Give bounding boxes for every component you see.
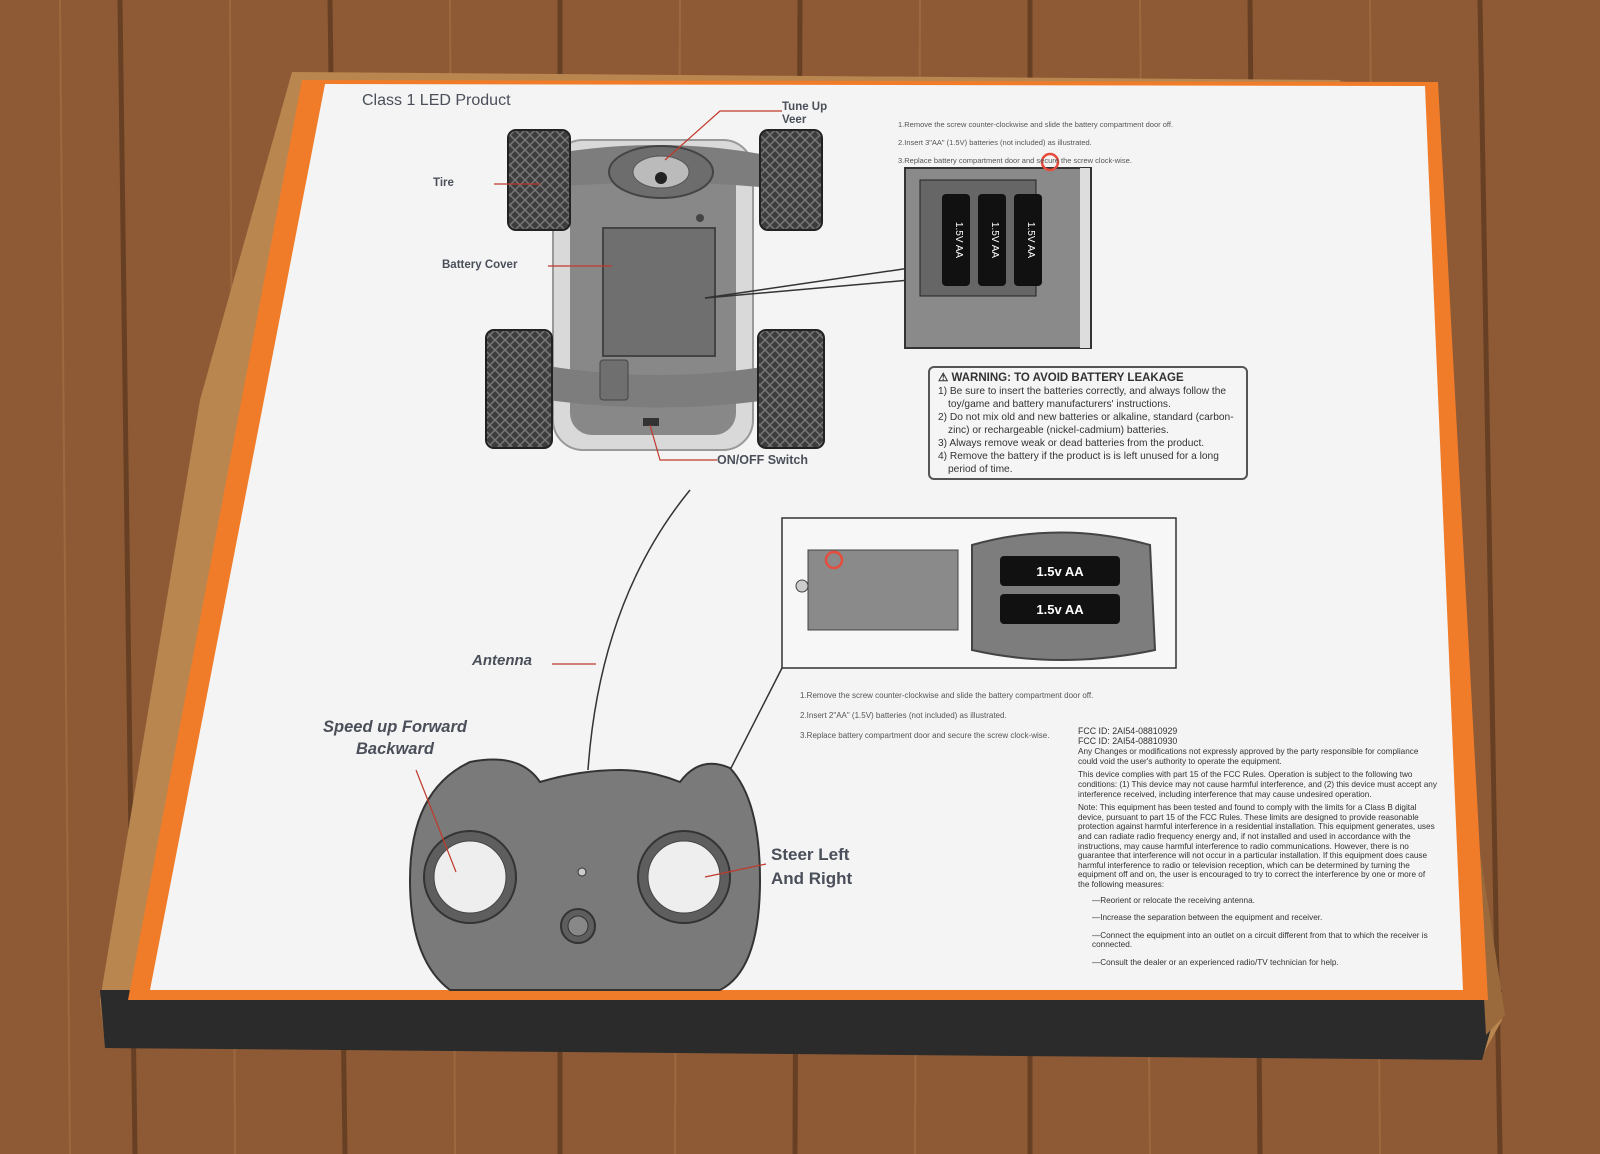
tire-front-left: [507, 129, 571, 231]
fcc-statement: FCC ID: 2AI54-08810929 FCC ID: 2AI54-088…: [1078, 726, 1438, 975]
remote-diagram: [408, 489, 762, 991]
remote-instruction-3: 3.Replace battery compartment door and s…: [800, 731, 1050, 740]
fcc-changes: Any Changes or modifications not express…: [1078, 747, 1419, 766]
warning-item-4: 4) Remove the battery if the product is …: [938, 451, 1219, 475]
warning-item-2: 2) Do not mix old and new batteries or a…: [938, 412, 1234, 436]
remote-screw-arrow-icon: [824, 550, 844, 570]
fcc-measure-4: —Consult the dealer or an experienced ra…: [1092, 957, 1339, 967]
tune-up-line1: Tune Up: [782, 101, 828, 113]
fcc-id-2: FCC ID: 2AI54-08810930: [1078, 735, 1178, 746]
fcc-measure-1: —Reorient or relocate the receiving ante…: [1092, 895, 1255, 905]
remote-callout-lines: [415, 663, 767, 878]
label-heading: Class 1 LED Product: [362, 92, 511, 109]
remote-instructions: 1.Remove the screw counter-clockwise and…: [800, 681, 1200, 751]
steer-line2: And Right: [771, 869, 853, 888]
car-battery-text-2: 1.5V AA: [989, 222, 1000, 258]
fcc-part15: This device complies with part 15 of the…: [1078, 770, 1437, 799]
car-instruction-3: 3.Replace battery compartment door and s…: [898, 156, 1132, 165]
tire-rear-left: [485, 329, 553, 449]
speed-line2: Backward: [356, 740, 434, 758]
tire-rear-right: [757, 329, 825, 449]
warning-item-1: 1) Be sure to insert the batteries corre…: [938, 386, 1227, 410]
fcc-note: Note: This equipment has been tested and…: [1078, 803, 1435, 889]
speed-line1: Speed up Forward: [323, 718, 467, 736]
car-instruction-2: 2.Insert 3"AA" (1.5V) batteries (not inc…: [898, 138, 1092, 147]
remote-battery-inset: 1.5v AA 1.5v AA: [729, 517, 1177, 771]
battery-cover: [602, 227, 716, 357]
aa-battery-3: [1014, 194, 1042, 286]
antenna-label: Antenna: [472, 652, 532, 669]
battery-cover-label: Battery Cover: [442, 259, 518, 271]
remote-battery-text-1: 1.5v AA: [1036, 564, 1084, 579]
steer-joystick: [647, 840, 721, 914]
car-battery-text-1: 1.5V AA: [953, 222, 964, 258]
speed-label: Speed up Forward Backward: [310, 716, 480, 760]
remote-aa-battery-2: [1000, 594, 1120, 624]
fcc-id-1: FCC ID: 2AI54-08810929: [1078, 726, 1178, 736]
car-instruction-1: 1.Remove the screw counter-clockwise and…: [898, 120, 1173, 129]
remote-aa-battery-1: [1000, 556, 1120, 586]
tune-up-line2: Veer: [782, 114, 807, 126]
warning-title: ⚠ WARNING: TO AVOID BATTERY LEAKAGE: [938, 372, 1238, 385]
warning-icon: ⚠: [938, 372, 949, 384]
warning-item-3: 3) Always remove weak or dead batteries …: [938, 438, 1205, 449]
car-callout-lines: [494, 110, 782, 461]
steer-label: Steer Left And Right: [771, 843, 852, 891]
fcc-measure-3: —Connect the equipment into an outlet on…: [1092, 930, 1428, 950]
steer-line1: Steer Left: [771, 845, 850, 864]
tune-up-label: Tune Up Veer: [782, 101, 827, 127]
car-diagram: [485, 129, 825, 451]
remote-instruction-1: 1.Remove the screw counter-clockwise and…: [800, 691, 1094, 700]
tire-label: Tire: [433, 177, 454, 189]
aa-battery-2: [978, 194, 1006, 286]
battery-warning-box: ⚠ WARNING: TO AVOID BATTERY LEAKAGE 1) B…: [928, 366, 1248, 480]
warning-title-text: WARNING: TO AVOID BATTERY LEAKAGE: [951, 372, 1184, 384]
car-battery-text-3: 1.5V AA: [1025, 222, 1036, 258]
remote-battery-text-2: 1.5v AA: [1036, 602, 1084, 617]
tire-front-right: [759, 129, 823, 231]
on-off-switch-label: ON/OFF Switch: [717, 453, 808, 467]
aa-battery-1: [942, 194, 970, 286]
screw-arrow-icon: [1040, 152, 1060, 172]
car-battery-inset: 1.5V AA 1.5V AA 1.5V AA: [704, 152, 1092, 349]
fcc-measure-2: —Increase the separation between the equ…: [1092, 913, 1323, 923]
car-instructions: 1.Remove the screw counter-clockwise and…: [898, 111, 1228, 174]
antenna-wire: [587, 489, 691, 771]
remote-instruction-2: 2.Insert 2"AA" (1.5V) batteries (not inc…: [800, 711, 1007, 720]
speed-joystick: [433, 840, 507, 914]
